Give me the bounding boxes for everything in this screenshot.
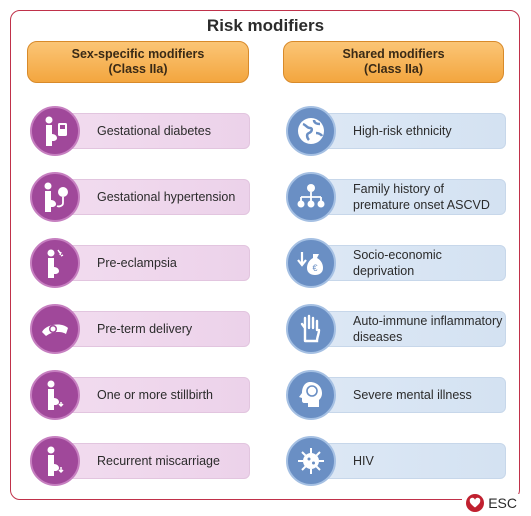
pregnant-blood-pressure-icon bbox=[30, 172, 80, 222]
item-label: Socio-economic deprivation bbox=[353, 248, 442, 278]
sex-specific-header-title: Sex-specific modifiers bbox=[71, 47, 205, 61]
shared-header-title: Shared modifiers bbox=[342, 47, 445, 61]
shared-item: Auto-immune inflammatory diseases bbox=[286, 304, 508, 354]
sex-specific-item: Pre-term delivery bbox=[30, 304, 252, 354]
item-label: Pre-eclampsia bbox=[97, 256, 177, 270]
item-label: One or more stillbirth bbox=[97, 388, 214, 402]
hand-joints-icon bbox=[286, 304, 336, 354]
item-label-line1: Auto-immune inflammatory bbox=[353, 314, 503, 328]
newborn-icon bbox=[30, 304, 80, 354]
item-label-line1: Family history of bbox=[353, 182, 444, 196]
head-brain-icon bbox=[286, 370, 336, 420]
money-decline-icon: € bbox=[286, 238, 336, 288]
item-label: Pre-term delivery bbox=[97, 322, 193, 336]
diagram-title: Risk modifiers bbox=[206, 16, 325, 35]
sex-specific-item: Pre-eclampsia bbox=[30, 238, 252, 288]
item-label: Gestational diabetes bbox=[97, 124, 211, 138]
svg-text:€: € bbox=[312, 263, 317, 273]
pregnant-miscarriage-icon bbox=[30, 436, 80, 486]
item-label: Recurrent miscarriage bbox=[97, 454, 220, 468]
virus-icon bbox=[286, 436, 336, 486]
pregnant-headache-icon bbox=[30, 238, 80, 288]
sex-specific-item: Recurrent miscarriage bbox=[30, 436, 252, 486]
sex-specific-header: Sex-specific modifiers (Class IIa) bbox=[27, 41, 249, 83]
heart-icon bbox=[466, 494, 485, 512]
item-label: Gestational hypertension bbox=[97, 190, 236, 204]
item-label-line2: premature onset ASCVD bbox=[353, 198, 490, 212]
family-tree-icon bbox=[286, 172, 336, 222]
sex-specific-item: Gestational diabetes bbox=[30, 106, 252, 156]
sex-specific-item: One or more stillbirth bbox=[30, 370, 252, 420]
item-label: Severe mental illness bbox=[353, 388, 472, 402]
shared-item: HIV bbox=[286, 436, 508, 486]
sex-specific-item: Gestational hypertension bbox=[30, 172, 252, 222]
pregnant-glucose-meter-icon bbox=[30, 106, 80, 156]
shared-header: Shared modifiers (Class IIa) bbox=[283, 41, 504, 83]
pregnant-stillbirth-icon bbox=[30, 370, 80, 420]
shared-header-class: (Class IIa) bbox=[363, 62, 424, 76]
shared-item: Family history of premature onset ASCVD bbox=[286, 172, 508, 222]
esc-logo: ESC bbox=[462, 494, 521, 512]
diagram-frame bbox=[10, 10, 520, 500]
globe-icon bbox=[286, 106, 336, 156]
esc-logo-text: ESC bbox=[488, 495, 517, 511]
item-label: HIV bbox=[353, 454, 374, 468]
shared-item: High-risk ethnicity bbox=[286, 106, 508, 156]
sex-specific-header-class: (Class IIa) bbox=[108, 62, 168, 76]
item-label-line2: diseases bbox=[353, 330, 403, 344]
shared-item: Severe mental illness bbox=[286, 370, 508, 420]
item-label: High-risk ethnicity bbox=[353, 124, 452, 138]
shared-item: Socio-economic deprivation € bbox=[286, 238, 508, 288]
